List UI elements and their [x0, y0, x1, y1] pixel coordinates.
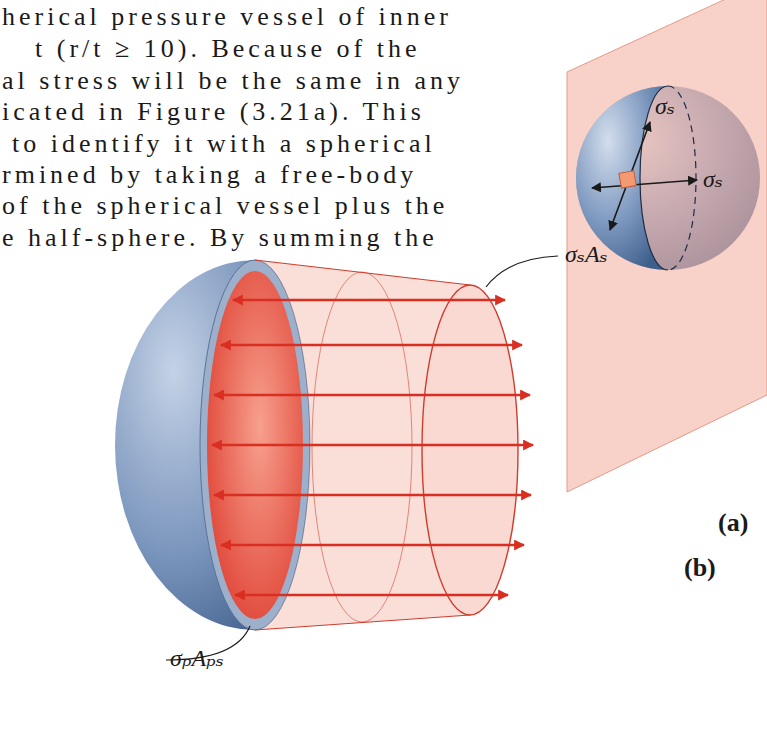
stress-label: σₛ [655, 93, 675, 121]
body-text: icated in Figure (3.21a). This [2, 97, 425, 127]
stress-element [619, 171, 636, 188]
cylinder-edge [255, 260, 470, 285]
stress-arrow [610, 122, 650, 230]
force-arrow [221, 344, 522, 346]
force-label: σₛAₛ [565, 241, 608, 269]
force-arrow [221, 544, 524, 546]
body-text: herical pressure vessel of inner [2, 2, 452, 32]
force-label: σₚAₚₛ [170, 645, 224, 673]
cylinder-edge [255, 615, 470, 630]
body-text: of the spherical vessel plus the [2, 191, 448, 221]
force-arrow [233, 299, 505, 301]
figure-tag: (a) [718, 508, 748, 538]
body-text: t (r/t ≥ 10). Because of the [35, 34, 420, 64]
figure-tag: (b) [684, 553, 716, 583]
body-text: to identify it with a spherical [12, 129, 436, 159]
force-arrow [235, 594, 508, 596]
body-text: rmined by taking a free-body [2, 160, 417, 190]
leader-line [486, 256, 558, 287]
force-arrow [214, 394, 530, 396]
body-text: al stress will be the same in any [2, 66, 464, 96]
force-arrow [212, 444, 533, 446]
stress-label: σₛ [703, 166, 723, 194]
cylinder-end [422, 285, 518, 615]
body-text: e half-sphere. By summing the [2, 223, 438, 253]
force-arrows [212, 300, 533, 595]
hemisphere-figure [115, 256, 558, 660]
stress-arrow [592, 180, 697, 188]
force-arrow [214, 494, 531, 496]
cylinder-section [312, 272, 412, 622]
